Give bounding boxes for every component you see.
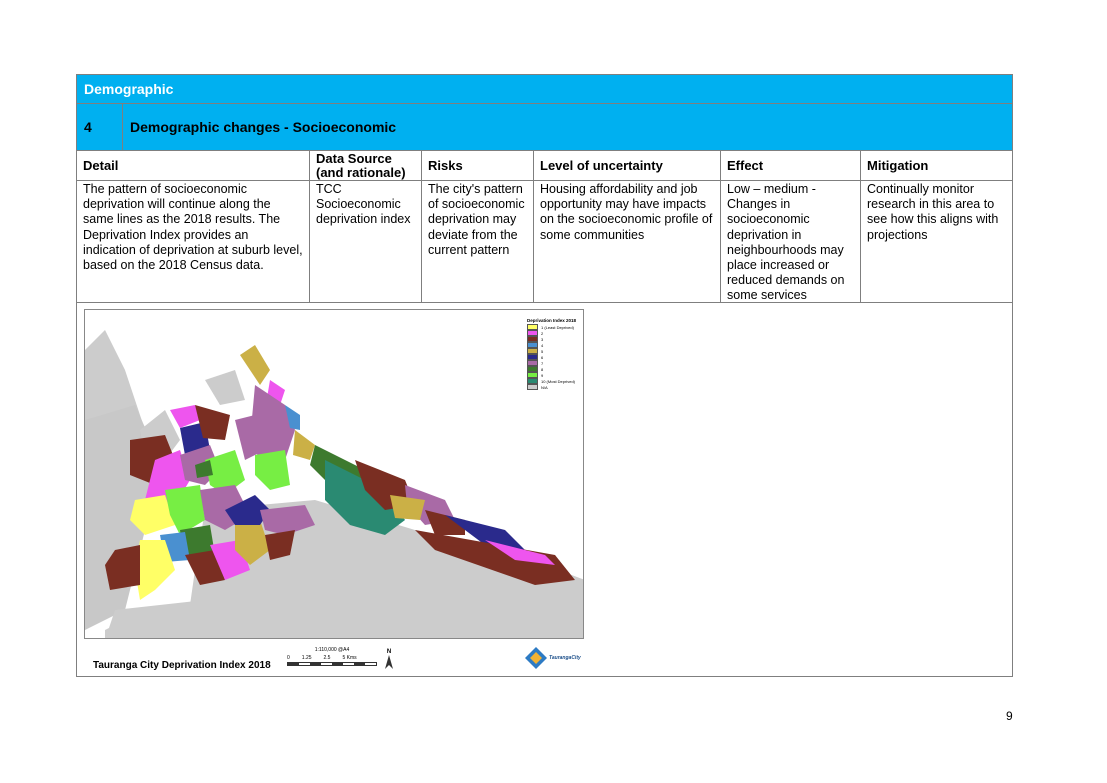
legend-label: 3 <box>541 336 544 342</box>
legend-label: N/A <box>541 384 548 390</box>
legend-title: Deprivation Index 2018 <box>527 318 577 323</box>
page-number: 9 <box>1006 709 1013 723</box>
legend-label: 9 <box>541 372 544 378</box>
scale-ratio: 1:110,000 @A4 <box>314 647 350 653</box>
legend-label: 6 <box>541 354 544 360</box>
item-number: 4 <box>77 104 123 150</box>
legend-swatch <box>527 383 538 391</box>
scale-tick: 2.5 <box>323 655 331 661</box>
header-uncertainty: Level of uncertainty <box>534 151 721 180</box>
legend-label: 2 <box>541 330 544 336</box>
item-title: Demographic changes - Socioeconomic <box>130 119 397 135</box>
section-banner: Demographic <box>77 75 1012 104</box>
map-cell: Deprivation Index 2018 1 (Least Deprived… <box>77 303 1012 676</box>
header-detail: Detail <box>77 151 310 180</box>
section-title: Demographic <box>84 81 174 97</box>
map-caption: Tauranga City Deprivation Index 2018 <box>93 660 271 671</box>
scale-bar: 1:110,000 @A4 0 1.25 2.5 5 Kms <box>287 647 377 666</box>
cell-data-source: TCC Socioeconomic deprivation index <box>310 181 422 302</box>
map-legend: Deprivation Index 2018 1 (Least Deprived… <box>527 318 577 391</box>
legend-label: 7 <box>541 360 544 366</box>
cell-uncertainty: Housing affordability and job opportunit… <box>534 181 721 302</box>
table-row: The pattern of socioeconomic deprivation… <box>77 181 1012 303</box>
scale-tick: 5 Kms <box>342 655 357 661</box>
header-data-source: Data Source (and rationale) <box>310 151 422 180</box>
item-header-row: 4 Demographic changes - Socioeconomic <box>77 104 1012 151</box>
header-risks: Risks <box>422 151 534 180</box>
column-header-row: Detail Data Source (and rationale) Risks… <box>77 151 1012 181</box>
cell-detail: The pattern of socioeconomic deprivation… <box>77 181 310 302</box>
logo-icon <box>525 647 547 669</box>
cell-mitigation: Continually monitor research in this are… <box>867 182 999 242</box>
scale-tick: 1.25 <box>301 655 312 661</box>
header-effect: Effect <box>721 151 861 180</box>
north-arrow-icon: N <box>385 649 393 671</box>
map-graphic <box>85 310 583 638</box>
demographic-table: Demographic 4 Demographic changes - Soci… <box>76 74 1013 677</box>
legend-label: 8 <box>541 366 544 372</box>
council-logo: TaurangaCity <box>525 647 581 669</box>
header-mitigation: Mitigation <box>867 157 929 173</box>
legend-label: 10 (Most Deprived) <box>541 378 576 384</box>
legend-label: 1 (Least Deprived) <box>541 324 574 330</box>
legend-label: 5 <box>541 348 544 354</box>
cell-risks: The city's pattern of socioeconomic depr… <box>422 181 534 302</box>
legend-label: 4 <box>541 342 544 348</box>
legend-item: N/A <box>527 383 576 391</box>
cell-effect: Low – medium - Changes in socioeconomic … <box>721 181 861 302</box>
scale-tick: 0 <box>287 655 290 661</box>
deprivation-map: Deprivation Index 2018 1 (Least Deprived… <box>84 309 584 639</box>
